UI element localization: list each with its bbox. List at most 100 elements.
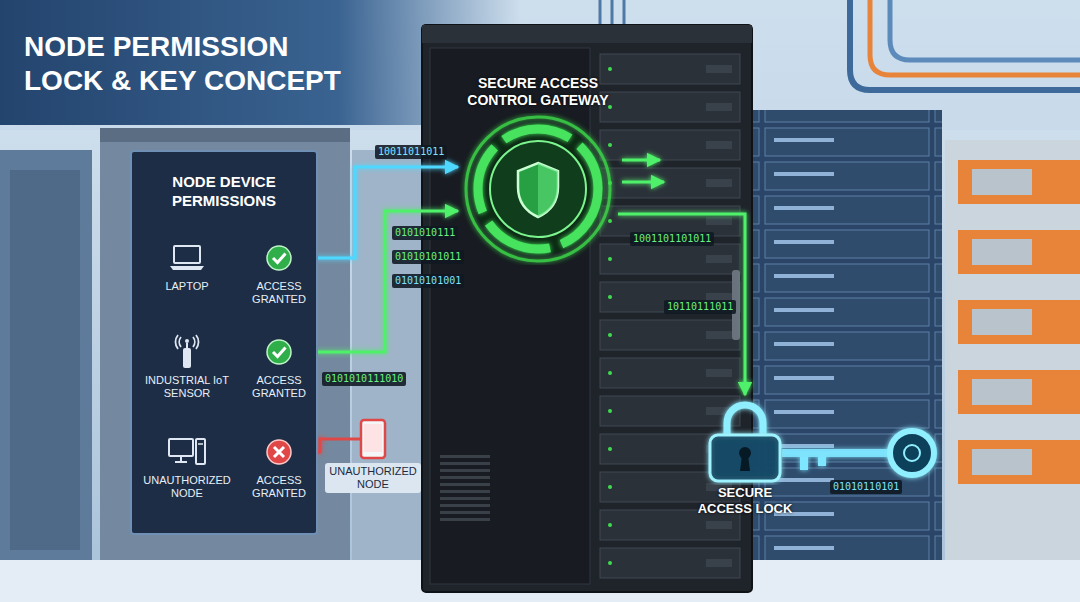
storage-shelves	[972, 449, 1032, 475]
back-rack	[100, 128, 350, 142]
binary-stream: 0101010111	[392, 226, 458, 240]
lock-link	[618, 214, 745, 395]
binary-stream: 01010101001	[392, 274, 464, 288]
tablet-icon	[325, 438, 361, 441]
storage-shelves	[958, 160, 1080, 204]
access-status: ACCESS GRANTED	[243, 280, 315, 306]
binary-stream: 01010101011	[392, 250, 464, 264]
right-rack	[752, 110, 942, 560]
lock-icon	[690, 395, 800, 485]
ceiling-pipes	[850, 0, 1080, 90]
server-rack	[440, 455, 490, 525]
status-icon	[267, 246, 291, 270]
status-icon	[274, 447, 284, 457]
device-icon	[185, 339, 189, 343]
gateway-ring	[538, 163, 558, 217]
row-column: UNAUTHORIZED NODE	[137, 434, 237, 500]
tablet-icon	[364, 424, 382, 452]
gateway-ring	[478, 129, 598, 249]
binary-stream: 10011011011	[375, 145, 447, 159]
digital-key	[800, 457, 826, 470]
device-icon	[198, 443, 203, 445]
device-icon	[175, 335, 198, 349]
access-status: ACCESS GRANTED	[243, 474, 315, 500]
left-rack	[0, 150, 92, 560]
device-icon	[186, 343, 188, 348]
lock-label: SECURE ACCESS LOCK	[690, 485, 800, 517]
gateway-ring	[518, 163, 558, 217]
gateway-arrows	[622, 159, 660, 162]
device-icon	[167, 434, 207, 470]
storage-shelves	[958, 300, 1080, 344]
permissions-panel: NODE DEVICE PERMISSIONSLAPTOPACCESS GRAN…	[130, 150, 318, 535]
right-rack	[752, 110, 942, 560]
gateway-circle: SECURE ACCESS CONTROL GATEWAY	[458, 75, 618, 265]
server-rack	[430, 48, 590, 584]
left-rack	[10, 170, 80, 550]
status-icon	[273, 254, 286, 263]
status-icon	[261, 434, 297, 470]
status-icon	[261, 334, 297, 370]
panel-heading: NODE DEVICE PERMISSIONS	[132, 152, 316, 210]
row-column: LAPTOP	[137, 240, 237, 306]
lock-icon	[740, 455, 750, 471]
device-icon	[167, 240, 207, 276]
right-rack	[752, 110, 942, 560]
gateway-label: SECURE ACCESS CONTROL GATEWAY	[458, 75, 618, 109]
server-rack	[422, 25, 752, 43]
binary-stream: 0101010111010	[322, 372, 406, 386]
device-name: INDUSTRIAL IoT SENSOR	[137, 374, 237, 400]
gateway-arrows	[622, 160, 664, 182]
storage-shelves	[972, 169, 1032, 195]
ceiling-pipes	[600, 0, 624, 25]
row-column: INDUSTRIAL IoT SENSOR	[137, 334, 237, 400]
digital-key	[904, 445, 920, 461]
tablet-icon	[325, 418, 421, 460]
digital-key	[782, 449, 890, 457]
status-icon	[267, 340, 291, 364]
device-icon	[174, 246, 200, 263]
gateway-arrows	[622, 181, 664, 184]
binary-stream: 10110111011	[664, 300, 736, 314]
digital-key	[782, 431, 934, 475]
lock-icon	[710, 435, 780, 481]
device-row: LAPTOPACCESS GRANTED	[137, 240, 315, 306]
status-icon	[267, 440, 291, 464]
row-column: ACCESS GRANTED	[243, 240, 315, 306]
binary-stream: 1001101101011	[630, 232, 714, 246]
tablet-icon	[361, 420, 385, 458]
storage-shelves	[972, 239, 1032, 265]
device-icon	[196, 439, 205, 464]
back-rack	[100, 128, 350, 560]
status-icon	[261, 240, 297, 276]
device-icon	[175, 456, 187, 462]
status-icon	[273, 348, 286, 357]
binary-stream: 01010110101	[830, 480, 902, 494]
storage-shelves	[972, 309, 1032, 335]
ceiling-pipes	[870, 0, 1080, 75]
device-icon	[169, 439, 193, 456]
diagram-title: NODE PERMISSION LOCK & KEY CONCEPT	[24, 30, 359, 98]
gateway-ring	[466, 117, 610, 261]
device-row: INDUSTRIAL IoT SENSORACCESS GRANTED	[137, 334, 315, 400]
row-column: ACCESS GRANTED	[243, 434, 315, 500]
back-rack	[100, 128, 350, 560]
ceiling-pipes	[890, 0, 1080, 60]
storage-shelves	[945, 140, 1080, 560]
storage-shelves	[958, 440, 1080, 484]
storage-shelves	[958, 370, 1080, 414]
digital-key	[890, 431, 934, 475]
node-label: UNAUTHORIZED NODE	[325, 463, 421, 493]
device-icon	[167, 334, 207, 370]
storage-shelves	[972, 379, 1032, 405]
device-name: UNAUTHORIZED NODE	[137, 474, 237, 500]
access-status: ACCESS GRANTED	[243, 374, 315, 400]
lock-node: SECURE ACCESS LOCK	[690, 395, 800, 517]
left-rack	[0, 150, 92, 560]
device-icon	[170, 266, 204, 270]
gateway-ring	[458, 113, 618, 265]
gateway-ring	[472, 123, 604, 255]
